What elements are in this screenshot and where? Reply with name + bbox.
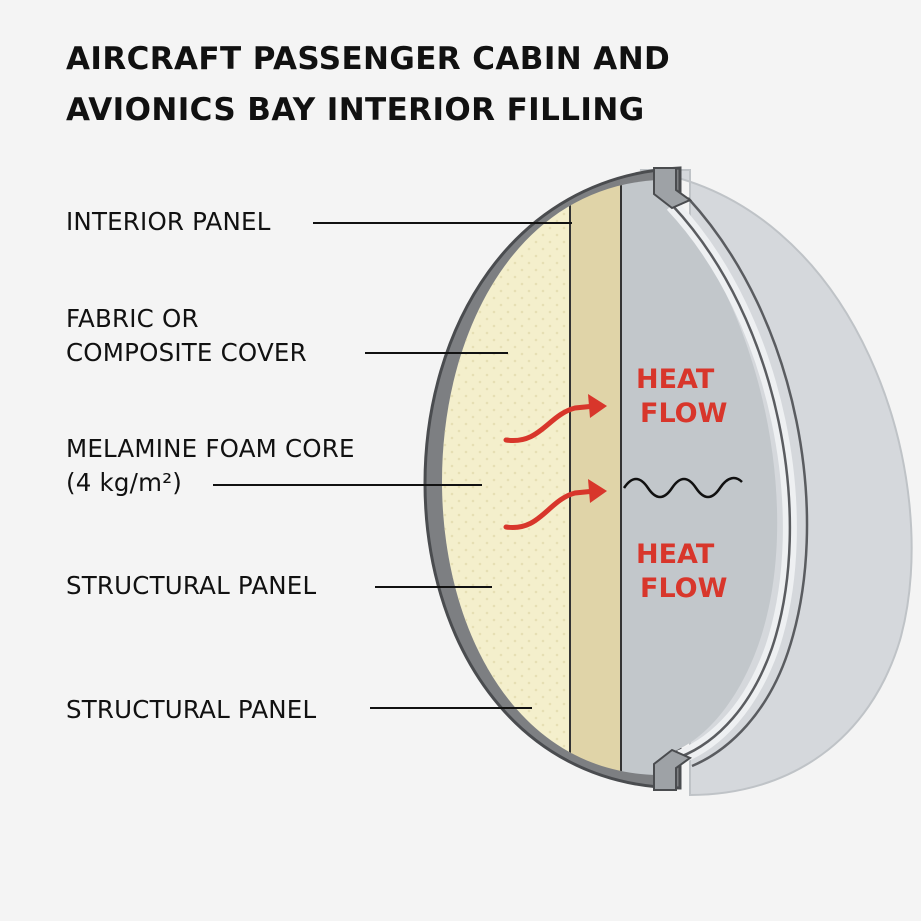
heat-arrow-head-bottom bbox=[588, 479, 607, 503]
label-melamine-line-2: (4 kg/m²) bbox=[66, 468, 182, 497]
title-line-1: AIRCRAFT PASSENGER CABIN AND bbox=[66, 41, 671, 77]
label-interior-panel-text: INTERIOR PANEL bbox=[66, 207, 271, 236]
label-interior-panel: INTERIOR PANEL bbox=[66, 205, 271, 239]
heat-flow-bottom-line-1: HEAT bbox=[636, 539, 715, 570]
label-structural-panel-1-text: STRUCTURAL PANEL bbox=[66, 571, 317, 600]
title-line-2: AVIONICS BAY INTERIOR FILLING bbox=[66, 92, 645, 128]
label-structural-panel-2: STRUCTURAL PANEL bbox=[66, 693, 316, 727]
wave-icon bbox=[622, 476, 743, 499]
leader-lines bbox=[213, 222, 572, 709]
label-fabric-cover-line-2: COMPOSITE COVER bbox=[66, 338, 307, 367]
heat-flow-bottom-line-2: FLOW bbox=[640, 573, 727, 604]
label-structural-panel-1: STRUCTURAL PANEL bbox=[66, 569, 316, 603]
heat-flow-top-line-1: HEAT bbox=[636, 364, 715, 395]
label-fabric-cover: FABRIC OR COMPOSITE COVER bbox=[66, 302, 307, 370]
interior-panel-region bbox=[622, 192, 778, 765]
heat-arrow-icon-2 bbox=[503, 488, 598, 530]
label-melamine-line-1: MELAMINE FOAM CORE bbox=[66, 434, 355, 463]
heat-arrow-icon bbox=[503, 403, 598, 444]
label-melamine-foam-core: MELAMINE FOAM CORE (4 kg/m²) bbox=[66, 432, 355, 500]
cover-layer bbox=[570, 180, 622, 775]
bottom-cap bbox=[653, 748, 693, 791]
label-structural-panel-2-text: STRUCTURAL PANEL bbox=[66, 695, 317, 724]
top-cap bbox=[653, 167, 693, 210]
heat-flow-top-line-2: FLOW bbox=[640, 398, 727, 429]
heat-arrow-head-top bbox=[588, 394, 607, 418]
label-fabric-cover-line-1: FABRIC OR bbox=[66, 304, 199, 333]
diagram-title: AIRCRAFT PASSENGER CABIN AND AVIONICS BA… bbox=[66, 34, 826, 136]
